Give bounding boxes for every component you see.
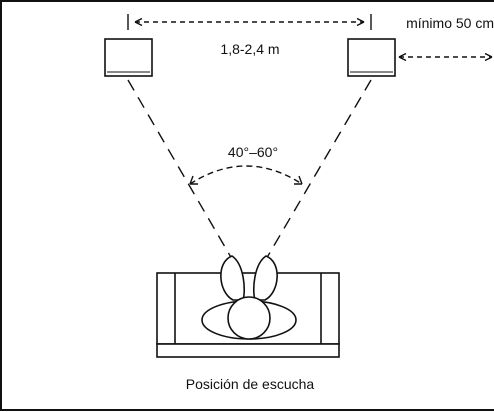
- sight-line-left: [127, 79, 244, 279]
- couch: [156, 272, 340, 358]
- speaker-distance-dimension: [127, 14, 372, 30]
- wall-distance-label: mínimo 50 cm: [406, 15, 494, 31]
- angle-arc: [189, 165, 303, 185]
- sight-line-right: [254, 79, 372, 279]
- angle-label: 40°–60°: [228, 144, 278, 160]
- listener: [201, 255, 297, 340]
- listening-position-label: Posición de escucha: [186, 376, 315, 392]
- speaker-right: [347, 38, 396, 77]
- speaker-distance-label: 1,8-2,4 m: [220, 41, 279, 57]
- wall-distance-dimension: [398, 52, 493, 62]
- speaker-left: [104, 38, 153, 77]
